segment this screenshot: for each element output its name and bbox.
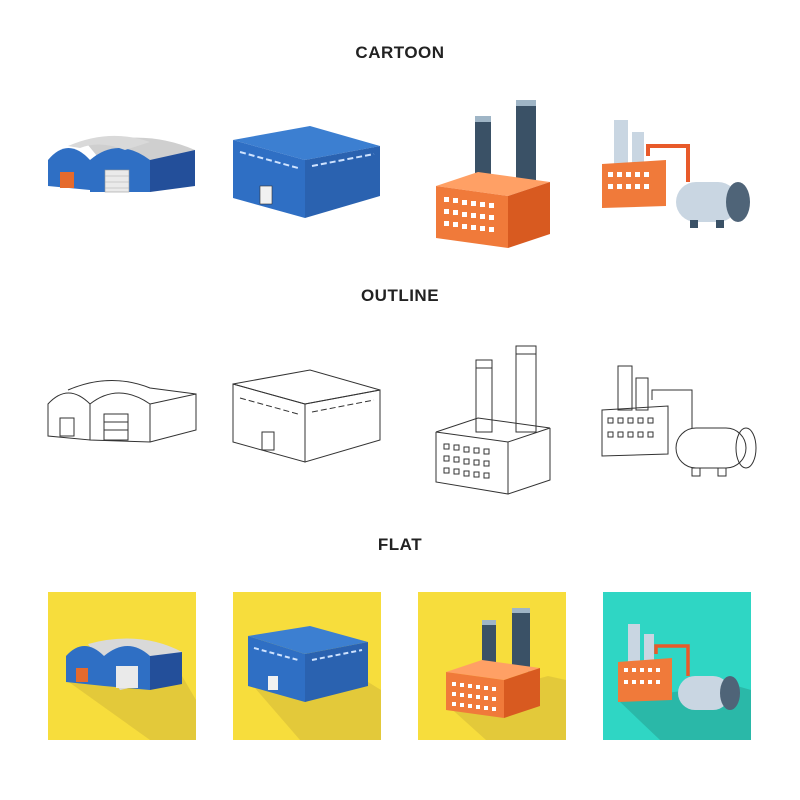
- hangar-outline-icon: [47, 380, 197, 443]
- warehouse-icon: [233, 126, 380, 218]
- warehouse-flat-icon: [248, 626, 381, 740]
- refinery-tank-flat-icon: [618, 624, 751, 740]
- hangar-icon: [48, 135, 195, 193]
- factory-chimneys-icon: [436, 100, 550, 248]
- factory-chimneys-outline-icon: [435, 345, 551, 495]
- section-title-flat: FLAT: [377, 535, 423, 554]
- refinery-tank-outline-icon: [601, 365, 757, 477]
- factory-chimneys-flat-icon: [446, 608, 566, 740]
- section-title-cartoon: CARTOON: [355, 43, 445, 62]
- refinery-tank-icon: [602, 120, 750, 228]
- warehouse-outline-icon: [232, 369, 381, 463]
- section-title-outline: OUTLINE: [360, 286, 440, 305]
- hangar-flat-icon: [66, 638, 196, 740]
